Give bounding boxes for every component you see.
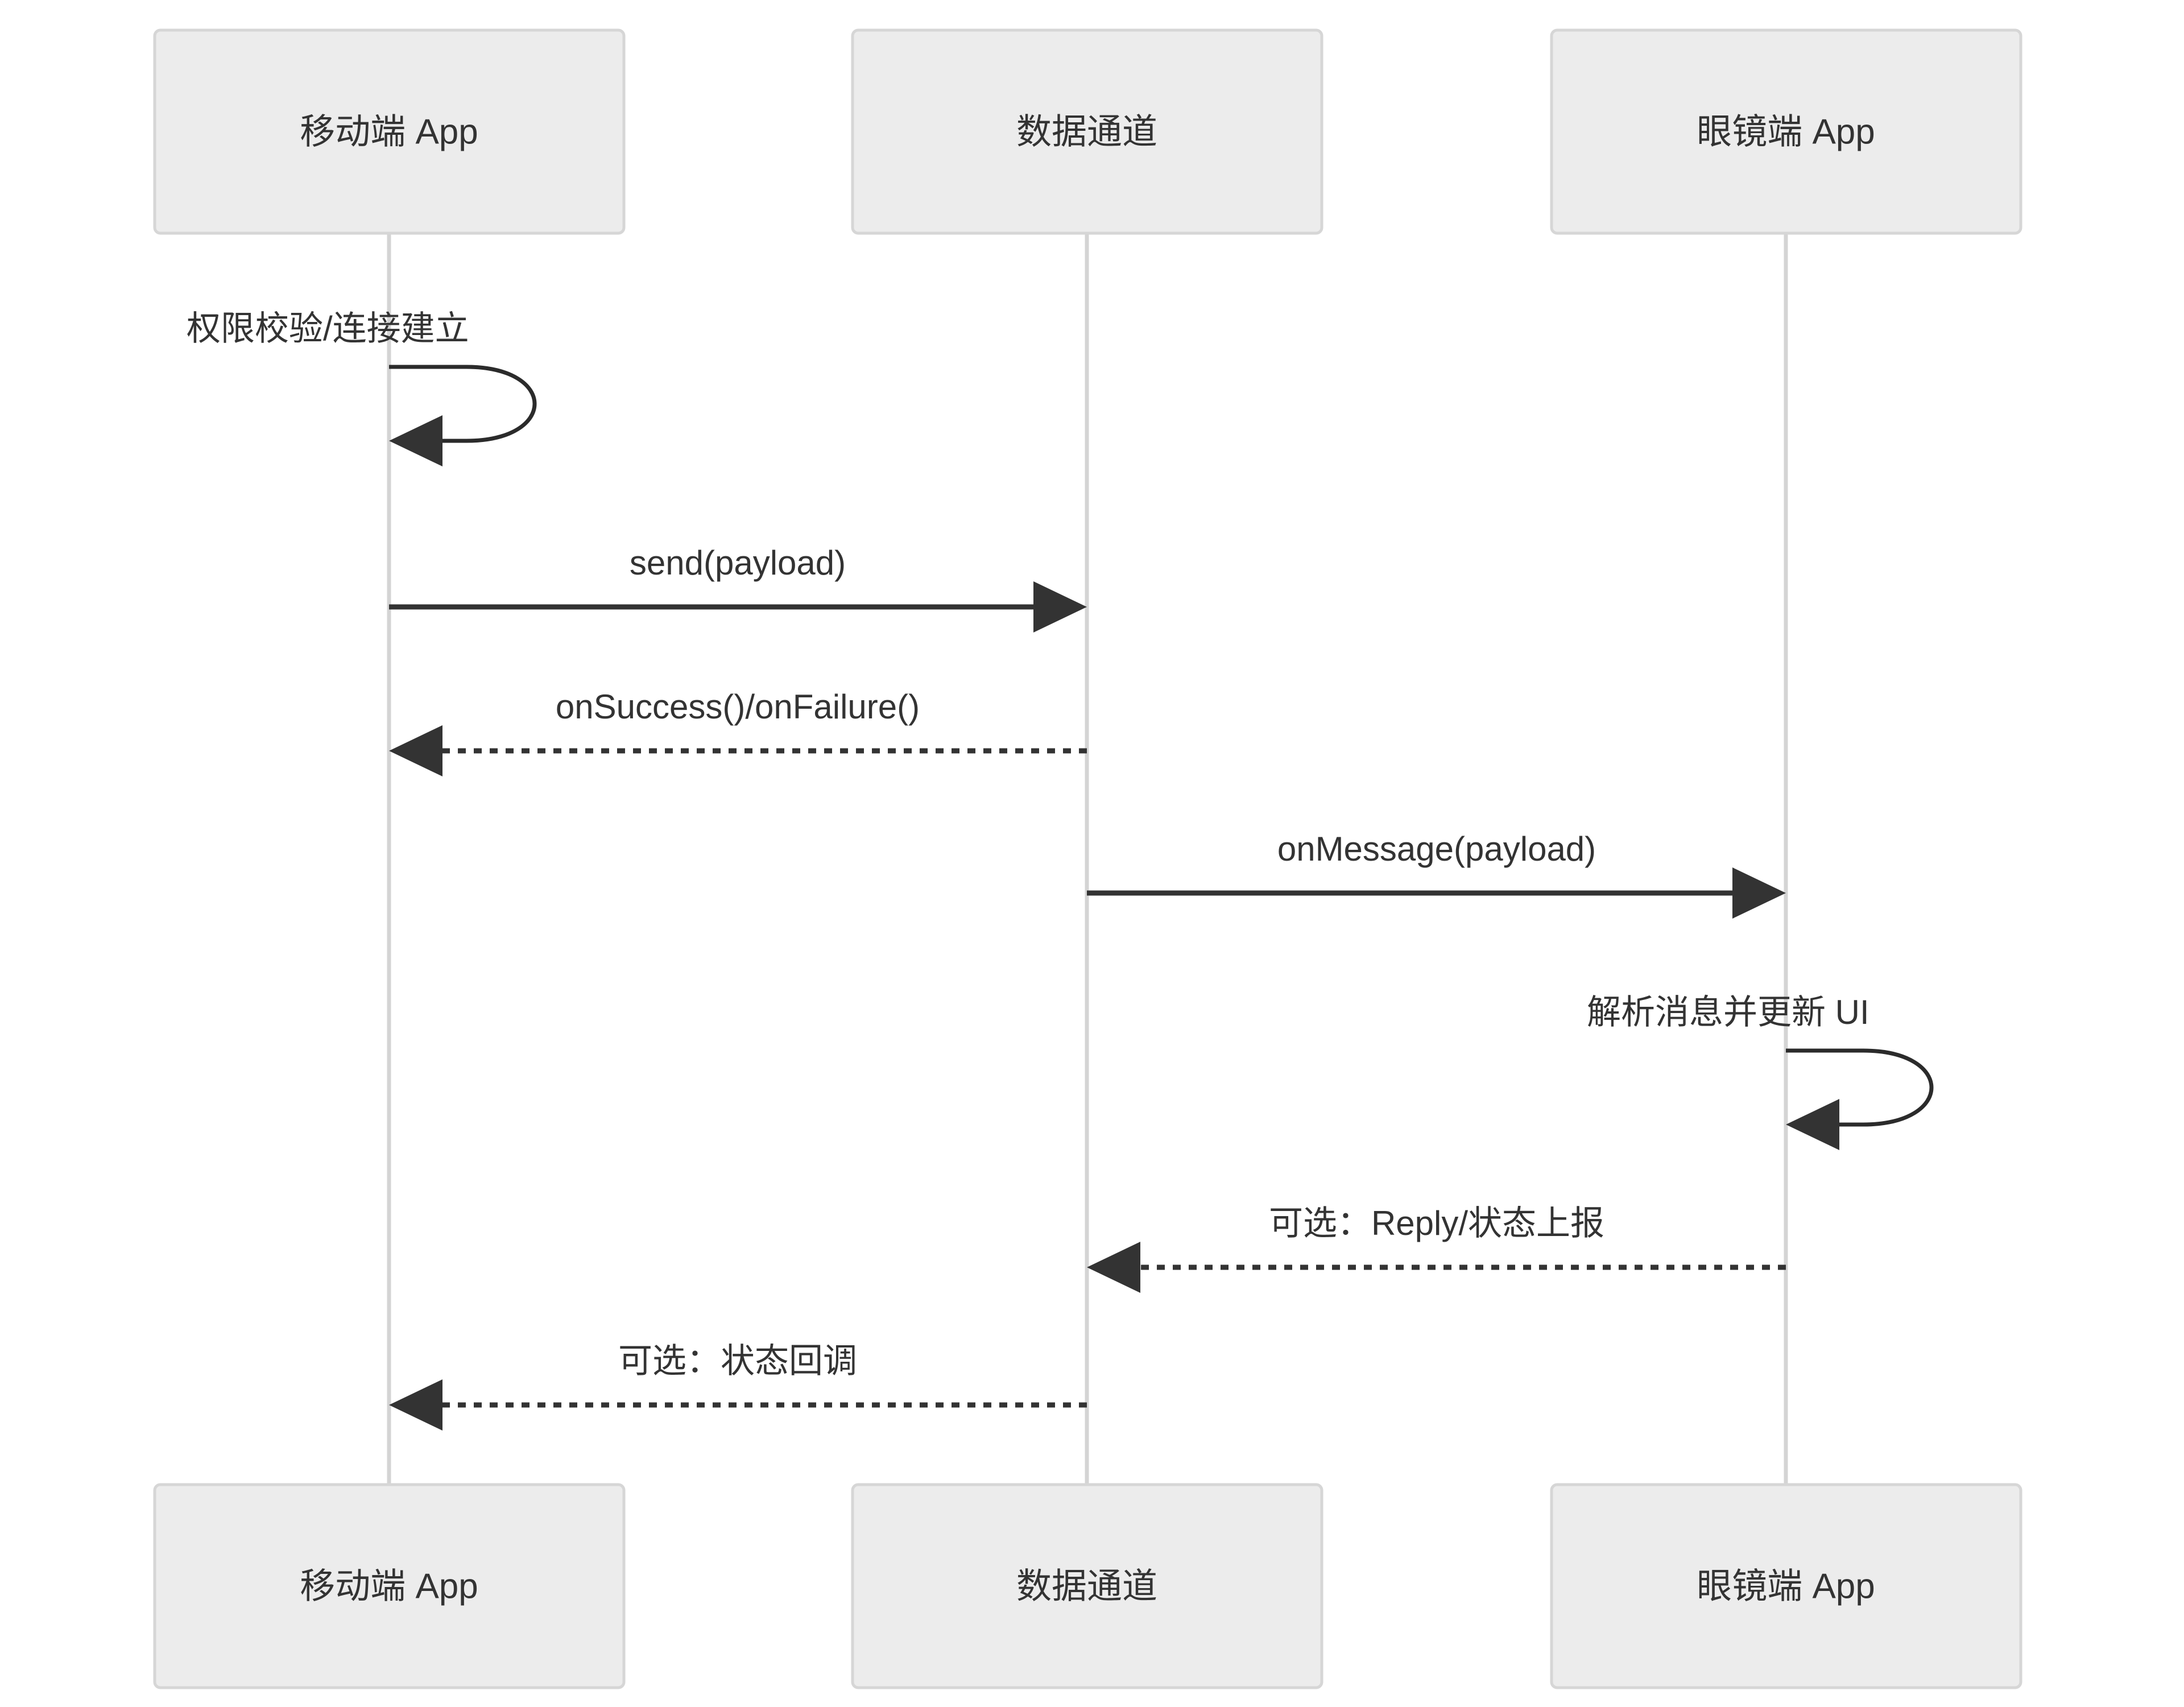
participant-rect xyxy=(153,28,626,235)
arrowhead-left-permission-check xyxy=(389,415,442,466)
message-label-on-message-payload: onMessage(payload) xyxy=(1277,830,1596,868)
arrowhead-left-optional-reply-status xyxy=(1087,1242,1140,1293)
message-label-permission-check: 权限校验/连接建立 xyxy=(187,309,469,348)
self-loop-path-glasses xyxy=(1786,1048,1934,1127)
arrowhead-left-on-success-failure xyxy=(389,725,442,776)
participant-box-channel-bottom[interactable]: 数据通道 xyxy=(851,1483,1323,1689)
participant-rect xyxy=(851,1483,1323,1689)
participant-box-glasses-bottom[interactable]: 眼镜端 App xyxy=(1550,1483,2022,1689)
message-label-on-success-failure: onSuccess()/onFailure() xyxy=(556,688,920,726)
participant-label-glasses-top: 眼镜端 App xyxy=(1697,112,1875,151)
participant-box-mobile-bottom[interactable]: 移动端 App xyxy=(153,1483,626,1689)
participant-rect xyxy=(153,1483,626,1689)
arrowhead-right-on-message-payload xyxy=(1732,867,1786,919)
message-optional-status-callback[interactable]: 可选：状态回调 xyxy=(389,1342,1087,1431)
participant-box-glasses-top[interactable]: 眼镜端 App xyxy=(1550,28,2022,235)
participant-rect xyxy=(851,28,1323,235)
message-parse-and-update-ui[interactable]: 解析消息并更新 UI xyxy=(1587,993,1934,1150)
participant-label-glasses-bottom: 眼镜端 App xyxy=(1697,1567,1875,1606)
arrowhead-right-send-payload xyxy=(1033,581,1087,633)
participant-rect xyxy=(1550,1483,2022,1689)
participant-boxes-top: 移动端 App 数据通道 眼镜端 App xyxy=(153,28,2022,235)
participant-box-channel-top[interactable]: 数据通道 xyxy=(851,28,1323,235)
arrowhead-left-parse-and-update-ui xyxy=(1786,1099,1839,1150)
message-send-payload[interactable]: send(payload) xyxy=(389,544,1087,633)
self-loop-path-mobile xyxy=(389,365,537,443)
arrowhead-left-optional-status-callback xyxy=(389,1379,442,1431)
participant-label-mobile-bottom: 移动端 App xyxy=(300,1567,478,1606)
participant-label-mobile-top: 移动端 App xyxy=(300,112,478,151)
message-label-optional-reply-status: 可选：Reply/状态上报 xyxy=(1269,1204,1604,1242)
lifelines-layer xyxy=(387,233,1788,1485)
participant-box-mobile-top[interactable]: 移动端 App xyxy=(153,28,626,235)
message-on-success-failure[interactable]: onSuccess()/onFailure() xyxy=(389,688,1087,776)
message-label-optional-status-callback: 可选：状态回调 xyxy=(618,1342,857,1380)
participant-rect xyxy=(1550,28,2022,235)
message-label-send-payload: send(payload) xyxy=(630,544,846,582)
message-label-parse-and-update-ui: 解析消息并更新 UI xyxy=(1587,993,1869,1031)
participant-boxes-bottom: 移动端 App 数据通道 眼镜端 App xyxy=(153,1483,2022,1689)
message-on-message-payload[interactable]: onMessage(payload) xyxy=(1087,830,1786,919)
participant-label-channel-top: 数据通道 xyxy=(1016,112,1157,151)
message-optional-reply-status[interactable]: 可选：Reply/状态上报 xyxy=(1087,1204,1786,1293)
participant-label-channel-bottom: 数据通道 xyxy=(1016,1567,1157,1606)
message-permission-check[interactable]: 权限校验/连接建立 xyxy=(187,309,537,466)
